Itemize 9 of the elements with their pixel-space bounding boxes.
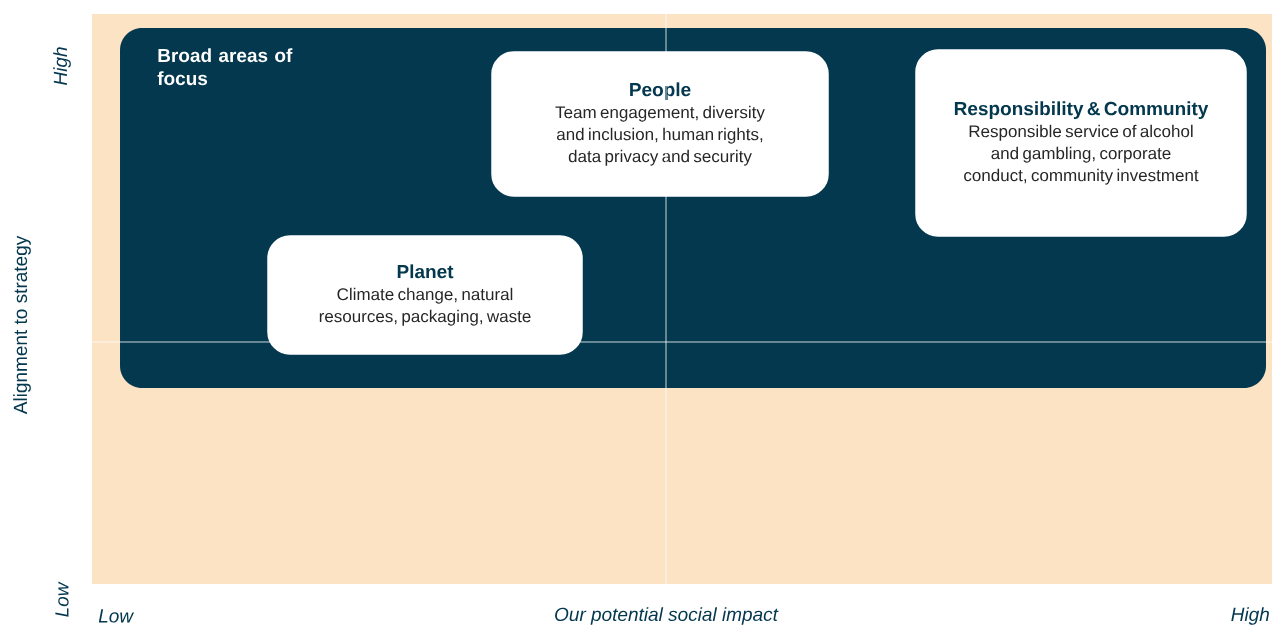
topic-box: Planet Climate change, natural resources, packaging, waste <box>267 235 583 355</box>
topic-box: Responsibility & Community Responsible service of alcohol and gambling, corporate conduct, community investment <box>915 49 1247 237</box>
axis-label: Low <box>98 609 135 623</box>
axis-label: High <box>1231 607 1269 625</box>
axis-title: Alignment to strategy <box>13 235 31 415</box>
axis-label: Low <box>55 581 69 617</box>
axis-title: Our potential social impact <box>555 607 779 625</box>
axis-label: High <box>53 47 71 85</box>
topic-box: People Team engagement, diversity and inclusion, human rights, data privacy and security <box>491 51 829 197</box>
